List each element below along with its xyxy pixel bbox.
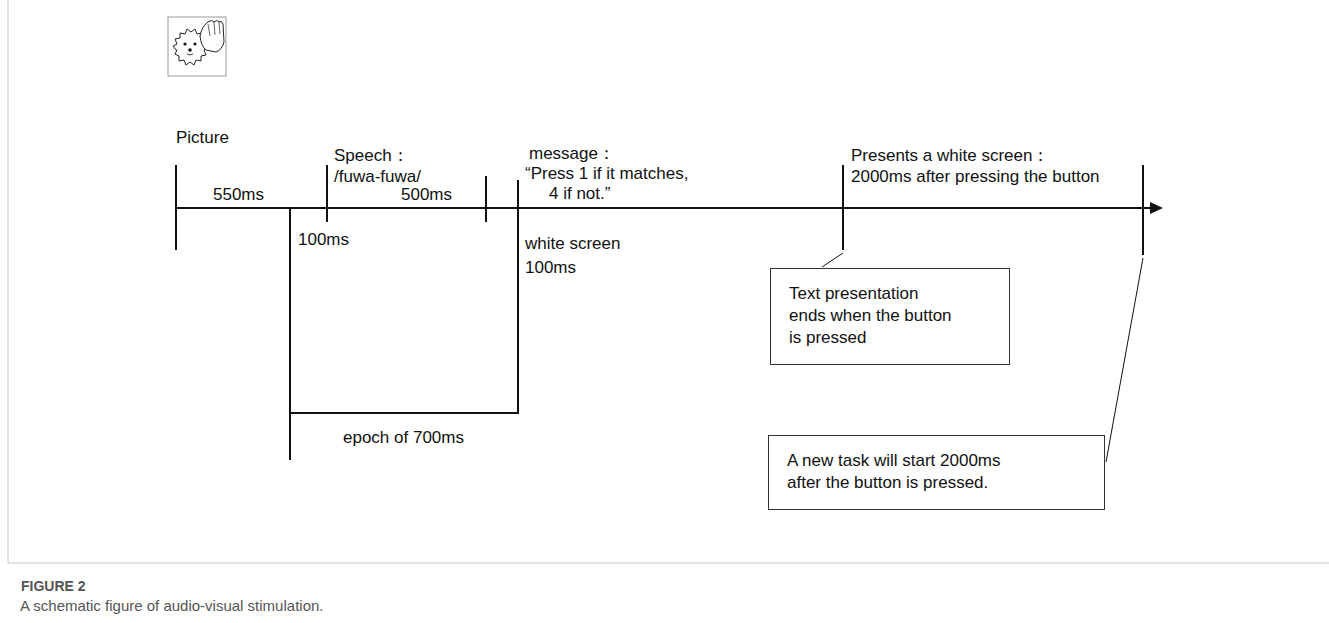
duration-label: 100ms [297, 230, 350, 250]
duration-label: 100ms [524, 258, 577, 278]
figure-frame [8, 0, 1329, 563]
stimulus-label: Speech： [333, 146, 410, 166]
stimulus-label: message： [528, 144, 616, 164]
hand [200, 21, 224, 53]
speech-word: /fuwa-fuwa/ [333, 167, 422, 187]
tick [485, 176, 487, 222]
tick [326, 165, 328, 222]
dog-eye [193, 42, 196, 45]
stimulus-note: 2000ms after pressing the button [850, 167, 1101, 187]
box-text: Text presentation ends when the button i… [789, 283, 957, 349]
picture-icon [168, 17, 226, 76]
epoch-label: epoch of 700ms [342, 428, 465, 448]
tick [517, 180, 519, 414]
duration-label: 550ms [212, 185, 265, 205]
message-text: “Press 1 if it matches, [524, 164, 689, 184]
tick [175, 165, 177, 250]
hand-fingers [208, 22, 220, 36]
figure-number: FIGURE 2 [20, 576, 87, 596]
box-text: A new task will start 2000ms after the b… [787, 450, 1024, 494]
leader-line [822, 253, 843, 267]
axis-arrowhead [1150, 202, 1163, 214]
stimulus-label: Picture [175, 128, 230, 148]
duration-label: 500ms [400, 185, 453, 205]
dog-mouth [187, 54, 193, 55]
figure-caption: A schematic figure of audio-visual stimu… [20, 597, 323, 614]
callout-box: A new task will start 2000ms after the b… [768, 435, 1105, 510]
tick [842, 165, 844, 250]
message-text: 4 if not.” [548, 184, 611, 204]
stimulus-label: white screen [524, 234, 621, 254]
time-axis [176, 207, 1150, 209]
dog-eye [183, 42, 186, 45]
callout-box: Text presentation ends when the button i… [770, 268, 1010, 365]
stimulus-label: Presents a white screen： [850, 146, 1050, 166]
epoch-start-line [289, 208, 291, 460]
dog-nose [188, 48, 192, 52]
tick [1142, 165, 1144, 255]
leader-line [1106, 258, 1143, 462]
epoch-bracket [290, 412, 518, 414]
icon-frame [168, 17, 226, 76]
